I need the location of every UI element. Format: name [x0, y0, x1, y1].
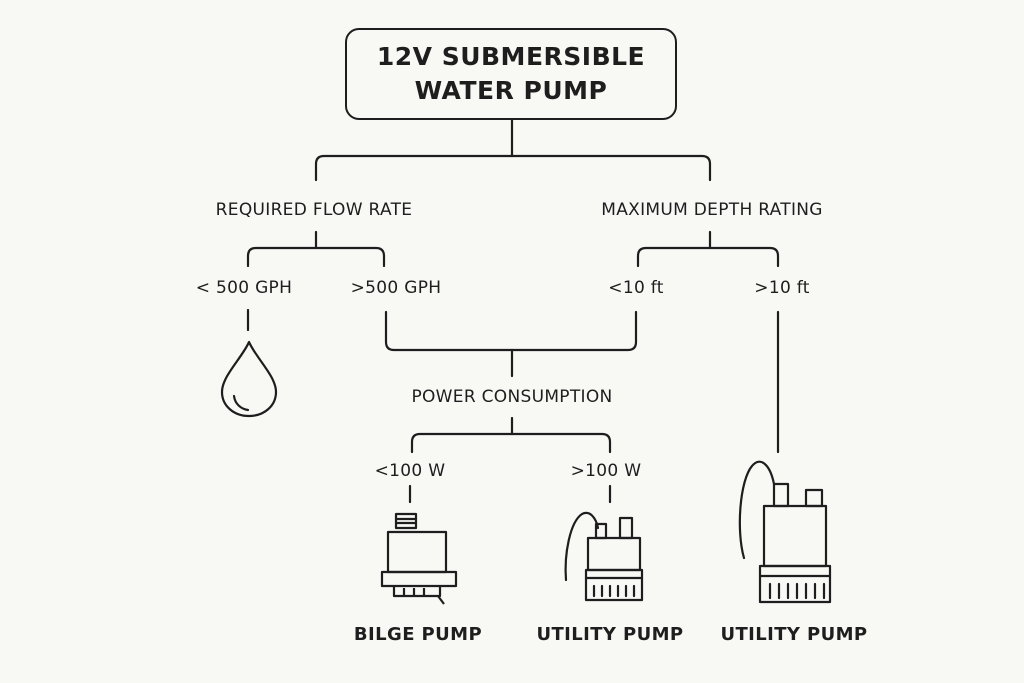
utility-pump-icon [564, 511, 644, 602]
outcome-utility-pump-right: UTILITY PUMP [720, 624, 868, 645]
outcome-utility-pump-mid: UTILITY PUMP [536, 624, 684, 645]
branch-power-high: >100 W [570, 461, 642, 481]
title-line-2: WATER PUMP [414, 76, 608, 105]
connector-top-bracket [314, 154, 712, 182]
branch-depth-high: >10 ft [754, 278, 810, 298]
water-drop-icon [220, 340, 278, 418]
criterion-flow-rate: REQUIRED FLOW RATE [215, 200, 413, 220]
branch-flow-low: < 500 GPH [195, 278, 293, 298]
branch-depth-low: <10 ft [608, 278, 664, 298]
criterion-depth-rating: MAXIMUM DEPTH RATING [601, 200, 823, 220]
utility-pump-large-icon [738, 460, 832, 604]
connector-depth-bracket [636, 246, 780, 268]
title-box: 12V SUBMERSIBLE WATER PUMP [345, 28, 677, 120]
title-line-1: 12V SUBMERSIBLE [376, 42, 646, 71]
connector-merge [384, 310, 638, 352]
connector-power-bracket [410, 432, 612, 454]
branch-power-low: <100 W [374, 461, 446, 481]
connector-flow-bracket [246, 246, 386, 268]
bilge-pump-icon [380, 512, 458, 605]
branch-flow-high: >500 GPH [350, 278, 442, 298]
criterion-power: POWER CONSUMPTION [411, 387, 613, 407]
outcome-bilge-pump: BILGE PUMP [353, 624, 483, 645]
